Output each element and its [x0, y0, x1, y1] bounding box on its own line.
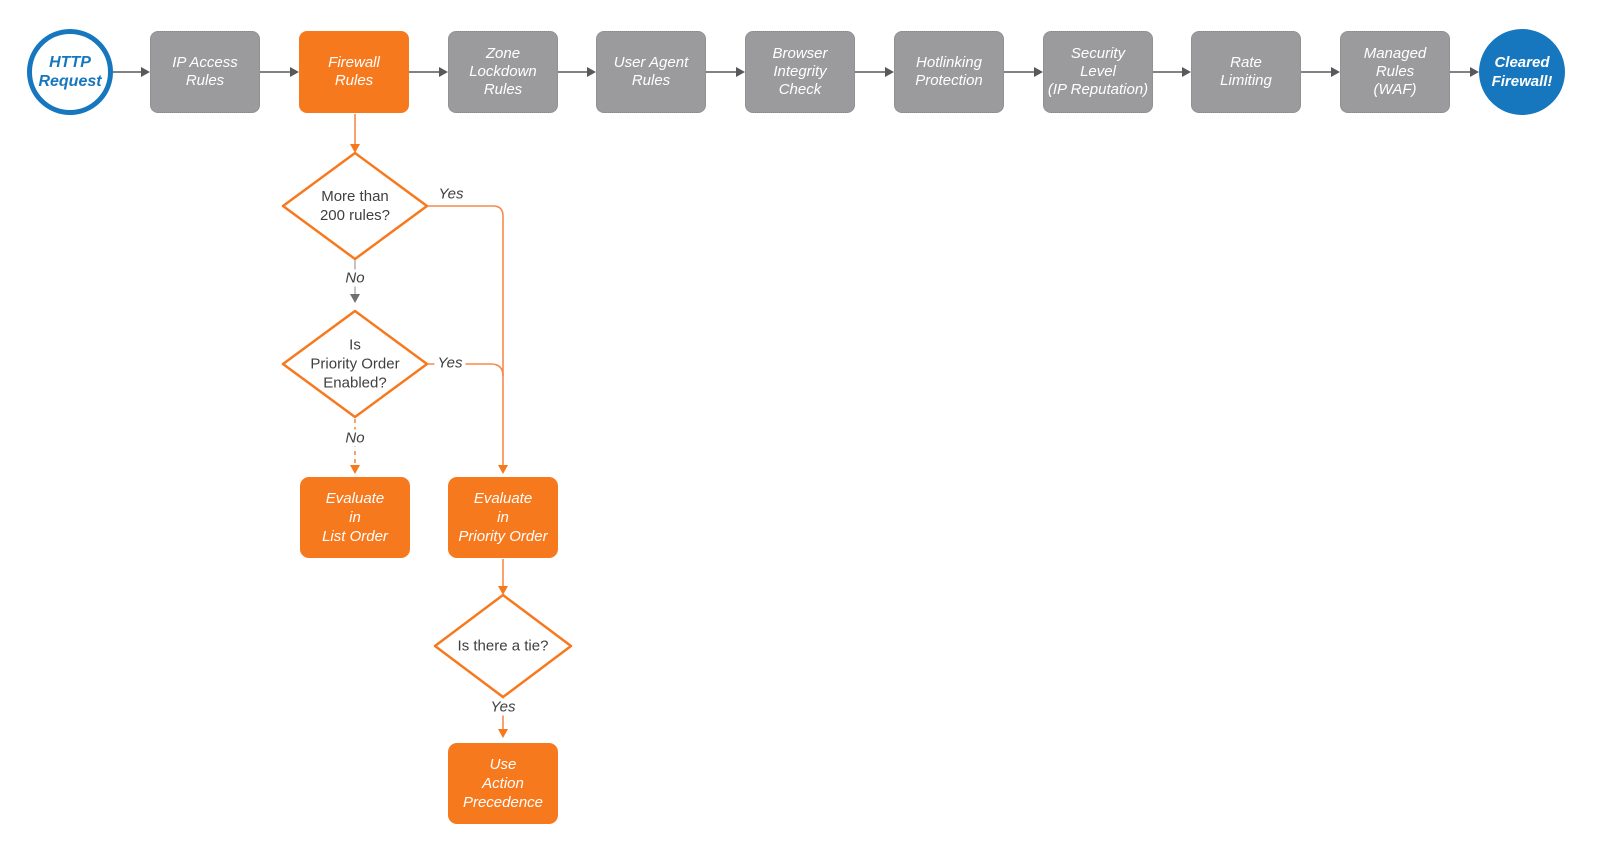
- step-security-level: Security Level (IP Reputation): [1043, 31, 1153, 113]
- edge-label-decision2-yes: Yes: [434, 354, 466, 372]
- decision1-label: More than 200 rules?: [319, 188, 391, 224]
- action-evaluate-list-order: Evaluate in List Order: [300, 477, 410, 558]
- edge-label-decision1-yes: Yes: [435, 185, 467, 203]
- connector-decision1-yes: [427, 205, 508, 474]
- connector-decision2-yes: [427, 363, 504, 377]
- step-managed-rules-waf: Managed Rules (WAF): [1340, 31, 1450, 113]
- decision2-diamond: [281, 309, 429, 419]
- step-user-agent-rules: User Agent Rules: [596, 31, 706, 113]
- end-node-cleared-firewall: Cleared Firewall!: [1479, 29, 1565, 115]
- step-zone-lockdown-rules: Zone Lockdown Rules: [448, 31, 558, 113]
- step-hotlinking-protection: Hotlinking Protection: [894, 31, 1004, 113]
- action-evaluate-priority-order: Evaluate in Priority Order: [448, 477, 558, 558]
- decision2-label: Is Priority Order Enabled?: [310, 336, 400, 392]
- step-browser-integrity-check: Browser Integrity Check: [745, 31, 855, 113]
- decision3-diamond: [433, 593, 573, 699]
- start-node-http-request: HTTP Request: [27, 29, 113, 115]
- step-ip-access-rules: IP Access Rules: [150, 31, 260, 113]
- edge-label-decision1-no: No: [342, 269, 368, 287]
- decision3-label: Is there a tie?: [457, 637, 549, 655]
- edge-label-decision3-yes: Yes: [487, 698, 519, 716]
- decision1-diamond: [281, 151, 429, 261]
- step-firewall-rules: Firewall Rules: [299, 31, 409, 113]
- step-rate-limiting: Rate Limiting: [1191, 31, 1301, 113]
- action-use-action-precedence: Use Action Precedence: [448, 743, 558, 824]
- edge-label-decision2-no: No: [342, 429, 368, 447]
